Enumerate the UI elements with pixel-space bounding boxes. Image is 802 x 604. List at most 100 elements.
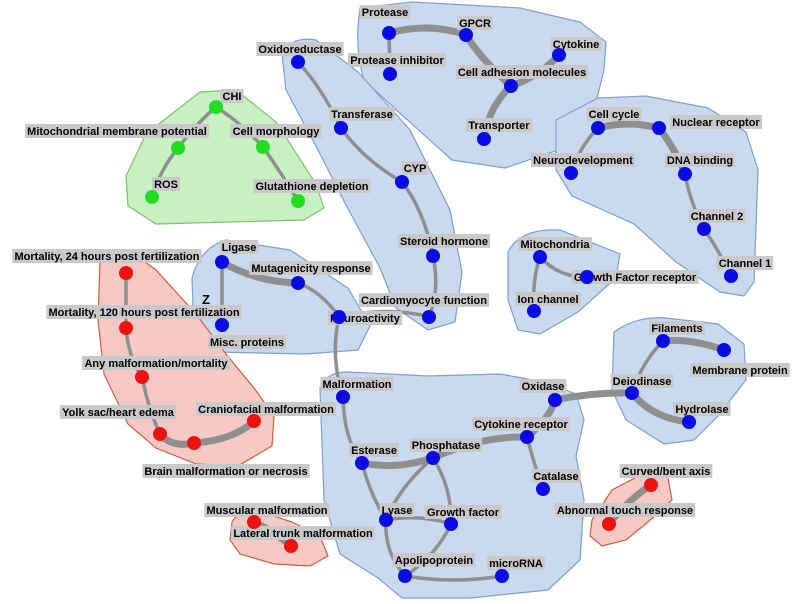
node-label-text: Malformation (322, 379, 391, 391)
label-brain_malformation: Brain malformation or necrosis (142, 464, 310, 478)
label-background (690, 363, 790, 377)
label-background (249, 261, 373, 275)
node-lyase[interactable] (379, 513, 393, 527)
label-background (196, 402, 336, 416)
node-oxidoreductase[interactable] (291, 55, 305, 69)
node-channel2[interactable] (697, 222, 711, 236)
node-nuclear_receptor[interactable] (652, 121, 666, 135)
node-any_malformation[interactable] (135, 370, 149, 384)
node-growth_factor[interactable] (444, 517, 458, 531)
node-lateral_trunk[interactable] (284, 539, 298, 553)
node-filaments[interactable] (656, 334, 670, 348)
node-cytokine[interactable] (552, 48, 566, 62)
node-label-text: Protease (362, 7, 408, 19)
node-mito_membrane[interactable] (171, 141, 185, 155)
node-mort120[interactable] (119, 321, 133, 335)
node-label-text: Mutagenicity response (251, 263, 370, 275)
node-microrna[interactable] (495, 569, 509, 583)
label-background (518, 237, 592, 251)
label-background (471, 417, 571, 431)
label-craniofacial: Craniofacial malformation (196, 402, 336, 416)
node-ion_channel[interactable] (527, 304, 541, 318)
node-mutagenicity[interactable] (291, 276, 305, 290)
node-label-text: Ion channel (517, 294, 578, 306)
node-misc_proteins[interactable] (215, 318, 229, 332)
node-label-text: Brain malformation or necrosis (144, 466, 307, 478)
node-muscular[interactable] (247, 515, 261, 529)
node-cell_cycle[interactable] (591, 121, 605, 135)
label-background (208, 335, 286, 349)
node-curved_axis[interactable] (644, 478, 658, 492)
label-oxidase: Oxidase (519, 379, 567, 393)
node-gpcr[interactable] (459, 28, 473, 42)
node-label-text: Transferase (331, 109, 393, 121)
node-malformation[interactable] (336, 390, 350, 404)
node-transporter[interactable] (477, 132, 491, 146)
node-label-text: Oxidase (522, 381, 565, 393)
node-neuroactivity[interactable] (332, 310, 346, 324)
label-background (349, 443, 399, 457)
label-ion_channel: Ion channel (515, 292, 581, 306)
node-cell_morphology[interactable] (256, 140, 270, 154)
node-ligase[interactable] (215, 255, 229, 269)
node-label-text: Hydrolase (675, 404, 728, 416)
node-label-text: Cytokine (553, 39, 599, 51)
node-mort24[interactable] (119, 266, 133, 280)
node-mitochondria[interactable] (533, 250, 547, 264)
node-dna_binding[interactable] (678, 167, 692, 181)
node-label-text: Curved/bent axis (622, 466, 711, 478)
node-label-text: Esterase (351, 445, 397, 457)
label-deiodinase: Deiodinase (610, 374, 674, 388)
label-protease: Protease (359, 5, 411, 19)
label-chi: CHI (220, 89, 244, 103)
node-phosphatase[interactable] (426, 451, 440, 465)
label-background (455, 65, 589, 79)
node-craniofacial[interactable] (247, 414, 261, 428)
node-growth_factor_receptor[interactable] (580, 270, 594, 284)
node-chi[interactable] (209, 100, 223, 114)
node-label-text: Steroid hormone (400, 236, 488, 248)
label-neuroactivity: Neuroactivity (327, 311, 403, 325)
label-background (46, 305, 242, 319)
node-neurodevelopment[interactable] (564, 166, 578, 180)
label-background (327, 311, 403, 325)
node-ros[interactable] (145, 190, 159, 204)
edge-apolipoprotein-microrna (403, 574, 504, 582)
node-cell_adhesion[interactable] (504, 79, 518, 93)
label-mutagenicity: Mutagenicity response (249, 261, 373, 275)
label-background (531, 469, 581, 483)
node-transferase[interactable] (334, 121, 348, 135)
node-cardiomyocyte[interactable] (422, 310, 436, 324)
label-mort120: Mortality, 120 hours post fertilization (46, 305, 242, 319)
label-mort24: Mortality, 24 hours post fertilization (12, 249, 202, 263)
node-membrane_protein[interactable] (717, 343, 731, 357)
node-esterase[interactable] (355, 456, 369, 470)
node-brain_malformation[interactable] (187, 436, 201, 450)
label-background (664, 153, 736, 167)
node-abnormal_touch[interactable] (602, 517, 616, 531)
node-steroid_hormone[interactable] (426, 249, 440, 263)
node-catalase[interactable] (536, 482, 550, 496)
node-oxidase[interactable] (548, 393, 562, 407)
node-cytokine_receptor[interactable] (520, 430, 534, 444)
node-glutathione[interactable] (291, 194, 305, 208)
label-transporter: Transporter (466, 118, 532, 132)
node-cyp[interactable] (395, 175, 409, 189)
label-background (347, 53, 447, 67)
node-hydrolase[interactable] (682, 415, 696, 429)
node-apolipoprotein[interactable] (398, 569, 412, 583)
node-label-text: microRNA (489, 558, 543, 570)
label-protease_inhibitor: Protease inhibitor (347, 53, 447, 67)
label-cell_cycle: Cell cycle (586, 107, 642, 121)
node-channel1[interactable] (724, 269, 738, 283)
node-label-text: Deiodinase (613, 376, 672, 388)
label-transferase: Transferase (329, 107, 395, 121)
node-protease[interactable] (382, 26, 396, 40)
label-background (519, 379, 567, 393)
label-cytokine_receptor: Cytokine receptor (471, 417, 571, 431)
node-yolk_sac[interactable] (153, 427, 167, 441)
node-deiodinase[interactable] (625, 386, 639, 400)
node-protease_inhibitor[interactable] (383, 67, 397, 81)
label-nuclear_receptor: Nuclear receptor (669, 115, 763, 129)
